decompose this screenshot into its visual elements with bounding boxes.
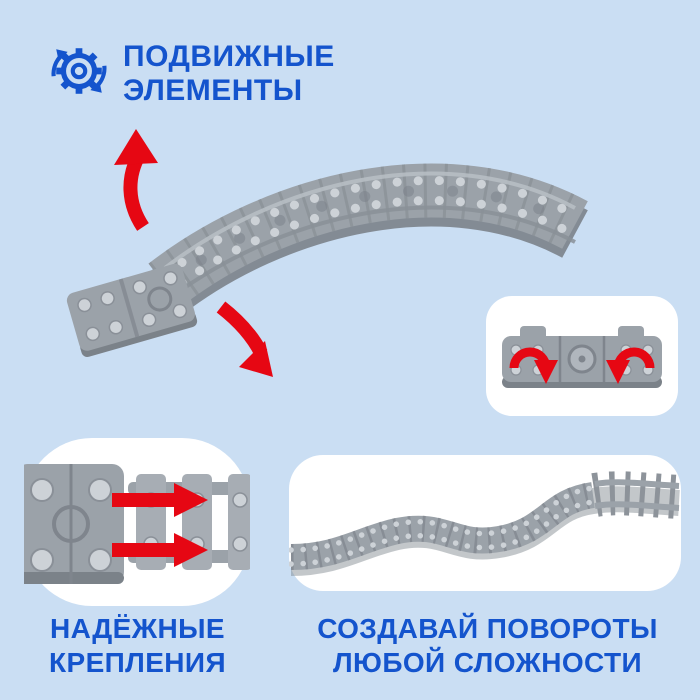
- movable-piece-closeup: [24, 464, 124, 584]
- rotate-left-icon: [606, 347, 655, 384]
- wavy-flexible-track: [289, 471, 681, 576]
- header-line-2: ЭЛЕМЕНТЫ: [123, 74, 303, 107]
- connection-feature-card: [24, 438, 250, 606]
- insert-arrow-icon: [112, 533, 208, 567]
- caption-secure-mounts-line-1: НАДЁЖНЫЕ: [50, 613, 225, 644]
- insert-arrow-icon: [112, 483, 208, 517]
- caption-any-turns: СОЗДАВАЙ ПОВОРОТЫ ЛЮБОЙ СЛОЖНОСТИ: [275, 612, 700, 680]
- gear-motion-icon: [51, 48, 107, 94]
- caption-secure-mounts: НАДЁЖНЫЕ КРЕПЛЕНИЯ: [0, 612, 275, 680]
- track-connection-illustration: [24, 464, 250, 584]
- caption-any-turns-line-2: ЛЮБОЙ СЛОЖНОСТИ: [333, 647, 642, 678]
- header-title: ПОДВИЖНЫЕ ЭЛЕМЕНТЫ: [123, 40, 335, 108]
- header: ПОДВИЖНЫЕ ЭЛЕМЕНТЫ: [50, 40, 335, 108]
- rotate-right-icon: [509, 347, 558, 384]
- up-arrow-icon: [114, 129, 158, 231]
- rotation-feature-card: [486, 296, 678, 416]
- wavy-track-illustration: [289, 471, 681, 576]
- header-line-1: ПОДВИЖНЫЕ: [123, 40, 335, 73]
- pivot-track-illustration: [502, 326, 662, 388]
- main-flexible-track: [148, 163, 588, 316]
- flexible-track-photo: [66, 129, 588, 377]
- caption-secure-mounts-line-2: КРЕПЛЕНИЯ: [49, 647, 226, 678]
- detached-track-piece: [66, 263, 198, 358]
- curves-feature-card: [289, 455, 681, 591]
- down-arrow-icon: [216, 301, 273, 377]
- caption-any-turns-line-1: СОЗДАВАЙ ПОВОРОТЫ: [317, 613, 658, 644]
